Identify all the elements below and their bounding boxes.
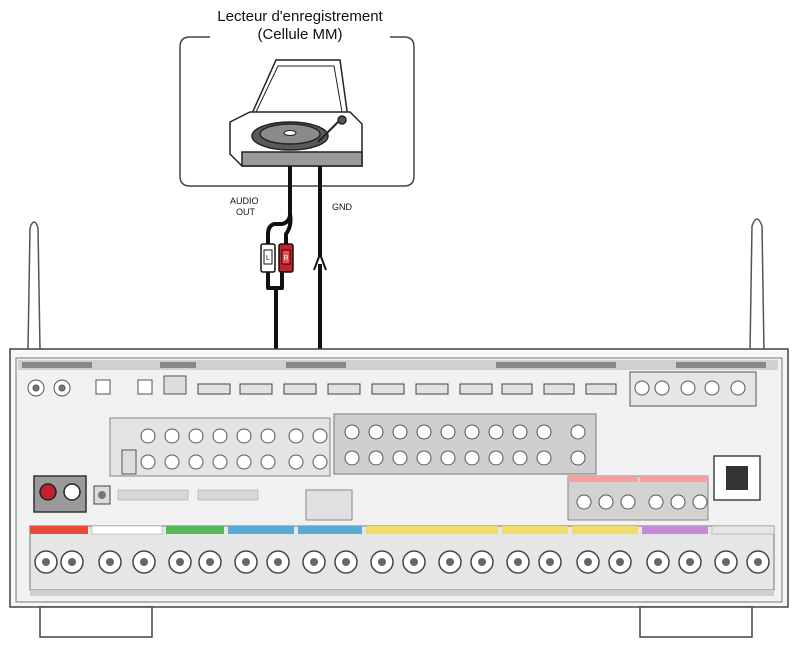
- antenna-left: [25, 221, 43, 365]
- receiver-panel: [9, 348, 789, 608]
- device-subtitle: (Cellule MM): [257, 26, 343, 43]
- gnd-label: GND: [332, 202, 353, 212]
- gnd-fork-connector: [313, 253, 327, 271]
- audio-cable-split: [284, 213, 293, 244]
- antenna-right: [747, 218, 767, 367]
- rca-plug-red: R: [278, 243, 294, 273]
- svg-text:L: L: [266, 255, 270, 262]
- turntable-box: [179, 36, 415, 187]
- svg-text:R: R: [283, 255, 288, 262]
- turntable-icon: [229, 59, 363, 167]
- audio-out-label: AUDIO: [230, 196, 259, 206]
- receiver-feet: [39, 606, 753, 638]
- audio-cable-loop: [266, 272, 284, 290]
- device-title: Lecteur d'enregistrement: [217, 8, 383, 25]
- audio-out-label-2: OUT: [236, 207, 256, 217]
- rca-plug-white: L: [260, 243, 276, 273]
